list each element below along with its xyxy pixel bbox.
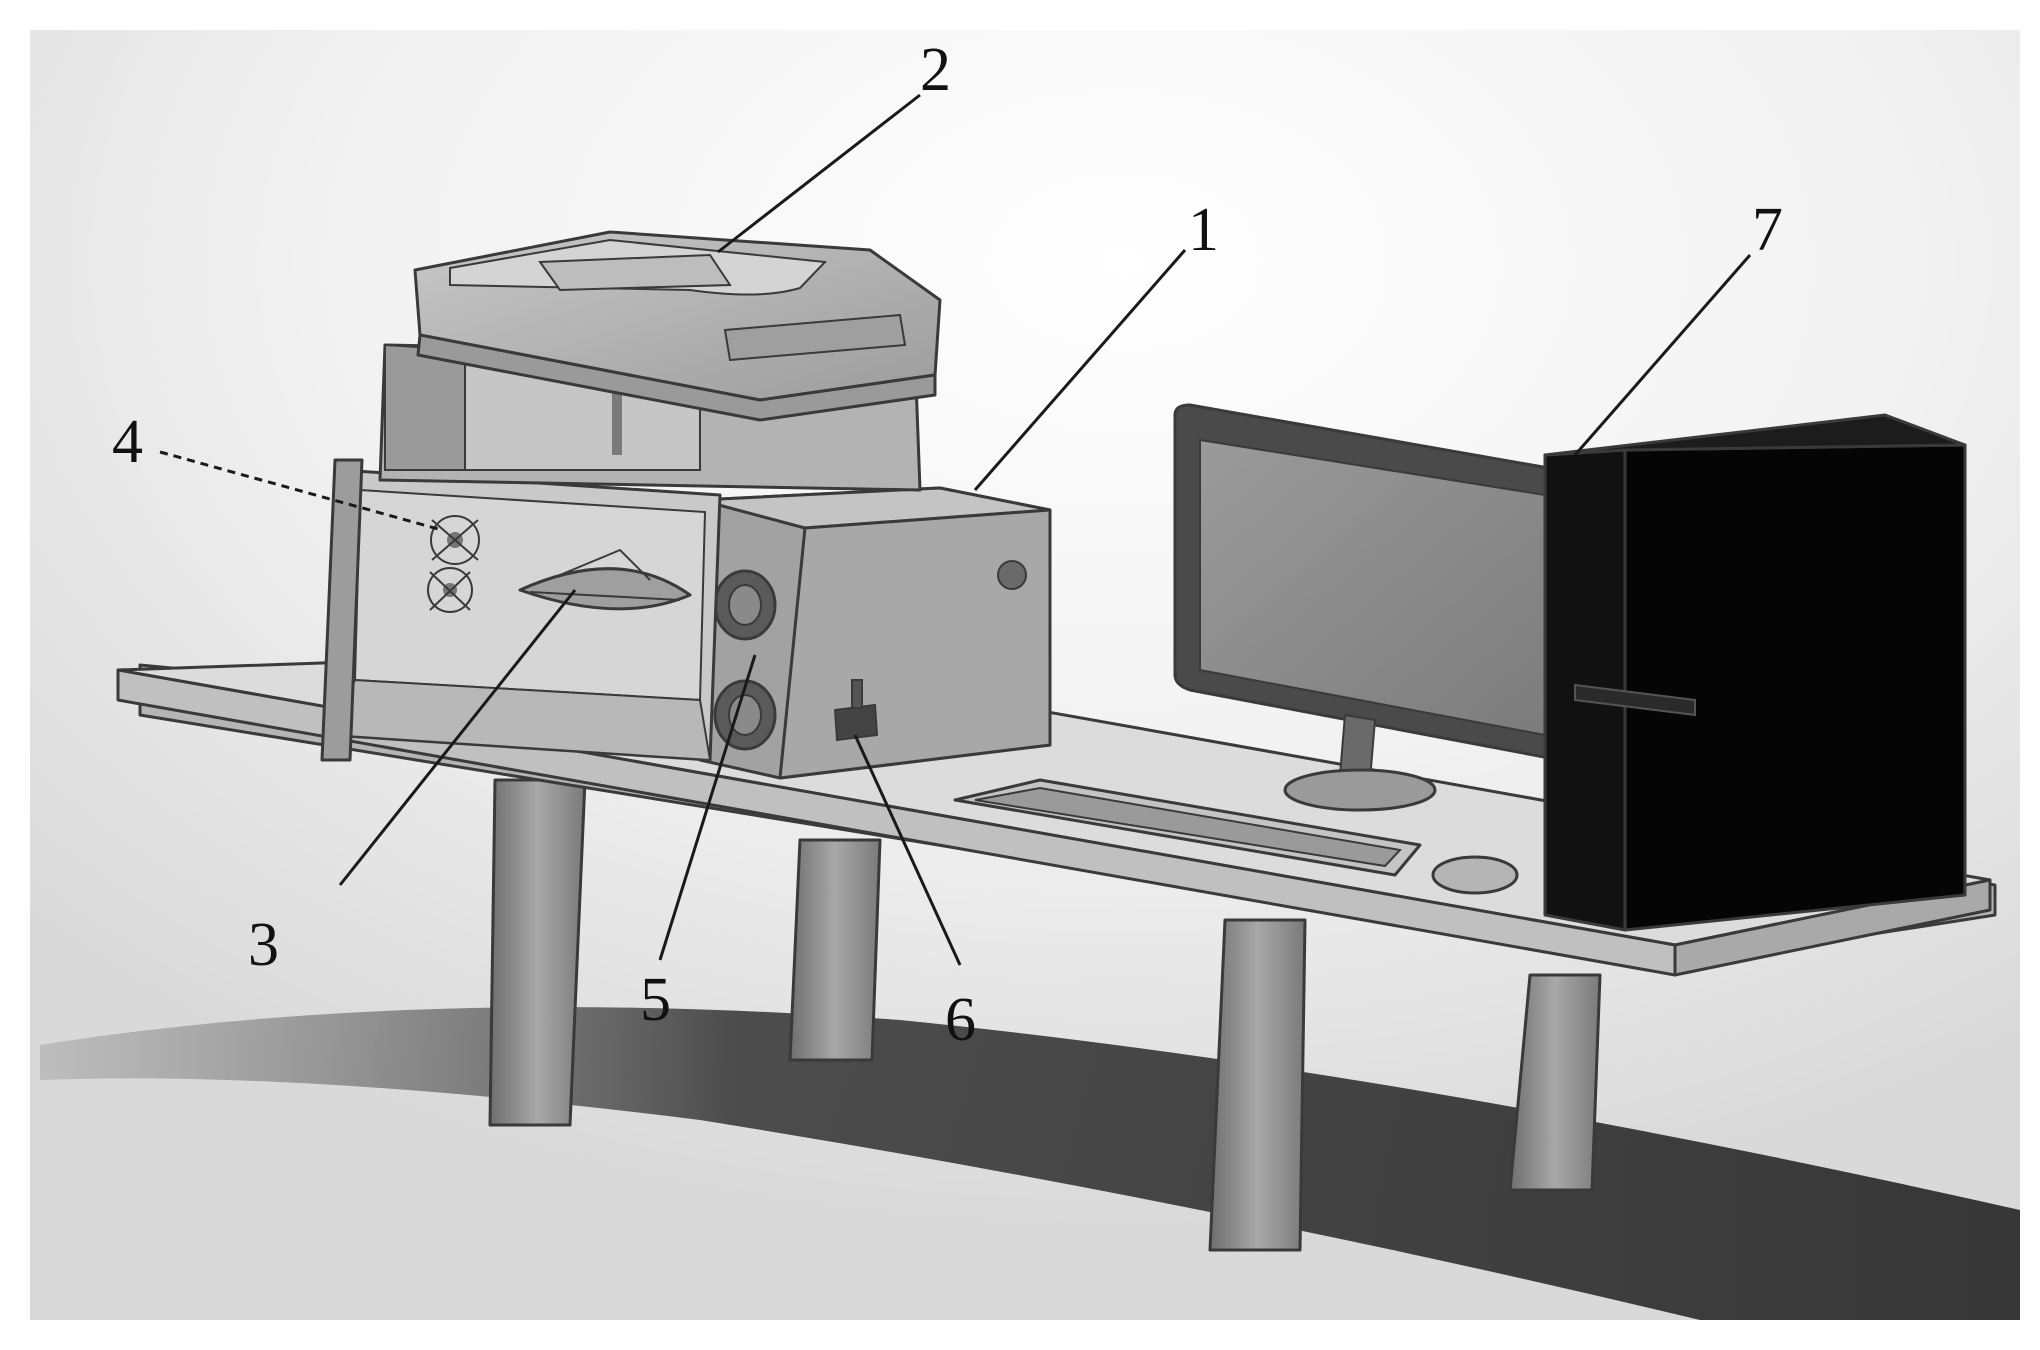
callout-4: 4 [112,408,143,476]
mouse [1431,855,1519,895]
top-instrument [413,230,942,422]
computer-case [1543,413,1967,932]
callout-3: 3 [248,911,279,979]
callout-6: 6 [945,986,976,1054]
fan-icon [427,515,480,613]
callout-5: 5 [640,966,671,1034]
leader-lines [159,93,1752,966]
keyboard [953,778,1422,877]
side-port-icon [997,560,1027,590]
monitor [1173,403,1562,812]
table-legs [488,778,1602,1252]
callout-7: 7 [1752,196,1783,264]
callout-labels: 1 2 3 4 5 6 7 [112,36,1783,1054]
sample-holder-icon [518,548,692,611]
environmental-chamber [320,343,1052,780]
callout-1: 1 [1188,196,1219,264]
callout-2: 2 [920,36,951,104]
